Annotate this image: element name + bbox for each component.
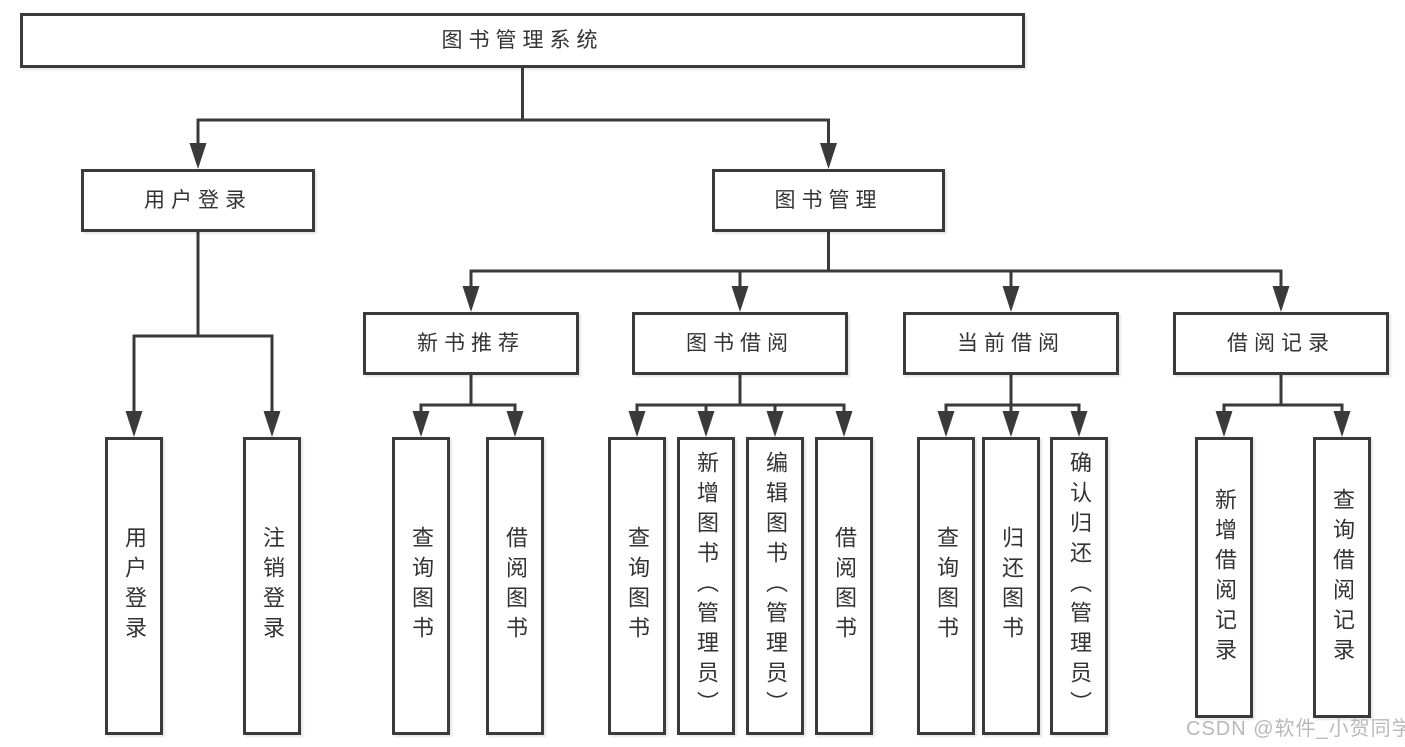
node-label: 新增借阅记录: [1212, 487, 1237, 668]
leaf-user-login: 用户登录: [105, 437, 163, 735]
leaf-query-books-recommend: 查询图书: [392, 437, 450, 735]
node-label: 查询图书: [409, 526, 434, 646]
leaf-logout: 注销登录: [243, 437, 301, 735]
leaf-query-books-borrowing: 查询图书: [608, 437, 666, 735]
node-library-system: 图书管理系统: [20, 13, 1025, 68]
node-label: 新书推荐: [417, 332, 525, 355]
node-label: 查询图书: [625, 526, 650, 646]
node-label: 查询图书: [934, 526, 959, 646]
node-new-book-recommendation: 新书推荐: [363, 312, 579, 375]
node-label: 归还图书: [999, 526, 1024, 646]
node-current-borrowing: 当前借阅: [903, 312, 1119, 375]
node-label: 确认归还（管理员）: [1067, 451, 1092, 721]
leaf-add-borrow-record: 新增借阅记录: [1195, 437, 1253, 718]
node-label: 图书管理: [774, 189, 883, 212]
node-label: 用户登录: [122, 526, 147, 646]
node-book-management: 图书管理: [712, 169, 945, 232]
leaf-edit-books-admin: 编辑图书（管理员）: [746, 437, 804, 735]
node-label: 当前借阅: [957, 332, 1065, 355]
leaf-query-books-current: 查询图书: [917, 437, 975, 735]
node-borrowing-records: 借阅记录: [1173, 312, 1389, 375]
node-label: 查询借阅记录: [1330, 487, 1355, 668]
leaf-borrow-books: 借阅图书: [815, 437, 873, 735]
node-label: 图书管理系统: [441, 29, 604, 52]
node-label: 借阅记录: [1227, 332, 1335, 355]
node-label: 借阅图书: [832, 526, 857, 646]
leaf-confirm-return-admin: 确认归还（管理员）: [1050, 437, 1108, 735]
leaf-query-borrow-record: 查询借阅记录: [1313, 437, 1371, 718]
node-label: 借阅图书: [503, 526, 528, 646]
node-label: 用户登录: [144, 189, 252, 212]
leaf-borrow-books-recommend: 借阅图书: [486, 437, 544, 735]
node-label: 新增图书（管理员）: [694, 451, 719, 721]
leaf-return-books: 归还图书: [982, 437, 1040, 735]
node-user-login: 用户登录: [81, 169, 315, 232]
csdn-watermark: CSDN @软件_小贺同学: [1186, 718, 1405, 740]
node-book-borrowing: 图书借阅: [632, 312, 848, 375]
node-label: 图书借阅: [686, 332, 794, 355]
node-label: 编辑图书（管理员）: [763, 451, 788, 721]
node-label: 注销登录: [260, 526, 285, 646]
leaf-add-books-admin: 新增图书（管理员）: [677, 437, 735, 735]
